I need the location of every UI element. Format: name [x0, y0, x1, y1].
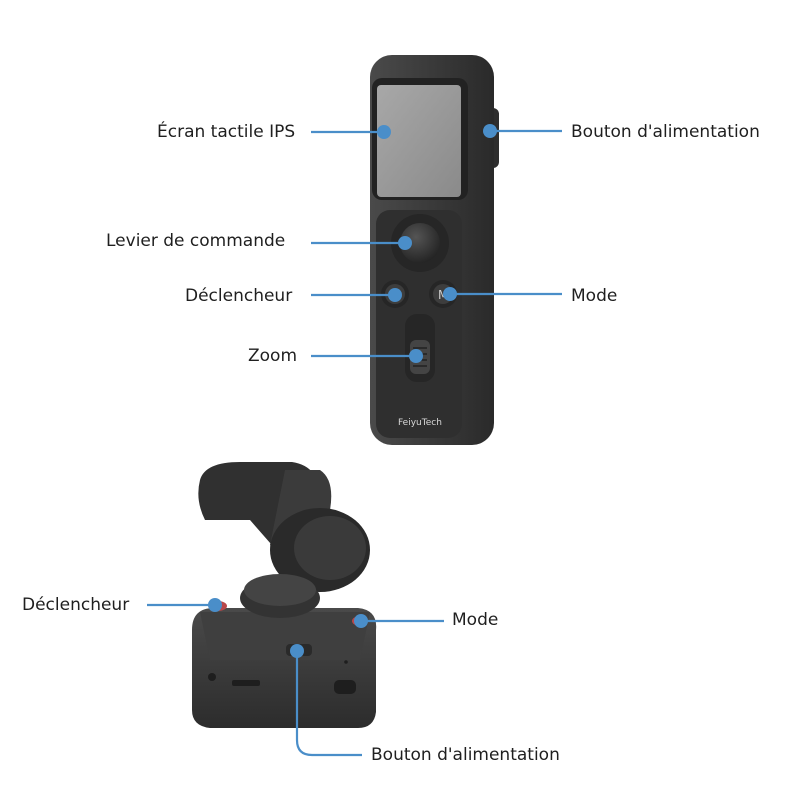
- label-shutter-bottom: Déclencheur: [22, 595, 130, 615]
- leader-lines: [147, 124, 562, 757]
- brand-logo: FeiyuTech: [398, 418, 442, 428]
- label-power-button-top: Bouton d'alimentation: [571, 122, 760, 142]
- label-zoom: Zoom: [248, 346, 298, 366]
- label-shutter-top: Déclencheur: [185, 286, 293, 306]
- label-mode-top: Mode: [571, 286, 618, 306]
- label-mode-bottom: Mode: [452, 610, 499, 630]
- handheld-grip: M FeiyuTech: [370, 55, 499, 445]
- label-touchscreen: Écran tactile IPS: [157, 122, 296, 142]
- label-joystick: Levier de commande: [106, 231, 286, 251]
- joystick[interactable]: [400, 223, 440, 263]
- label-power-button-bottom: Bouton d'alimentation: [371, 745, 560, 765]
- ips-touchscreen[interactable]: [377, 85, 461, 197]
- gimbal-camera: [192, 462, 377, 728]
